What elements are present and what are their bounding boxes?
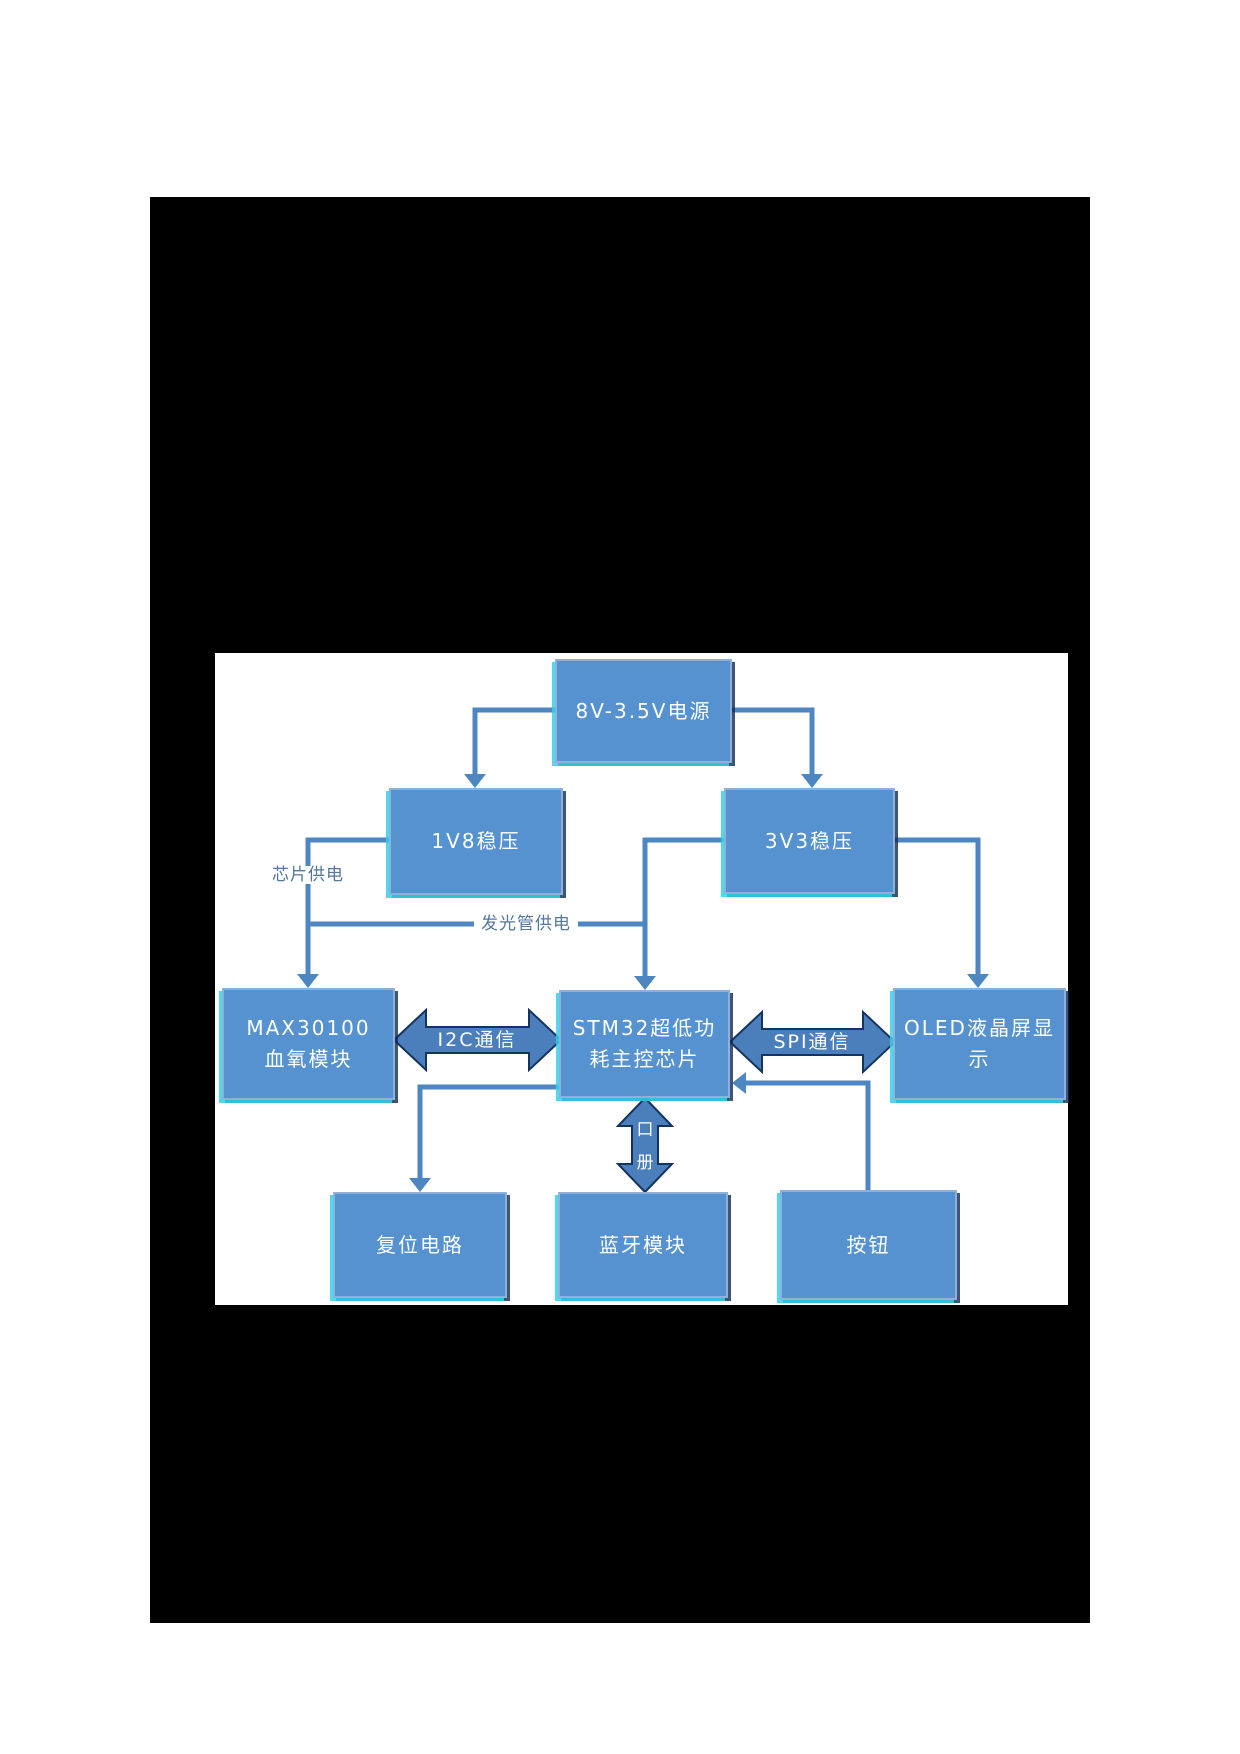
node-oled-label-line1: OLED液晶屏显 (904, 1016, 1055, 1040)
connector-power-to-3v3 (732, 707, 815, 775)
wire-label-chip-power: 芯片供电 (262, 866, 354, 884)
arrow-label-serial-char2: 册 (636, 1153, 654, 1173)
node-oled-label-line2: 示 (968, 1047, 991, 1071)
connector-stm32-to-reset (417, 1084, 559, 1179)
arrowhead-power-to-3v3 (801, 774, 823, 788)
arrow-label-serial: 口 册 (628, 1114, 662, 1180)
node-3v3-box: 3V3稳压 (724, 788, 895, 894)
wire-label-led-power: 发光管供电 (474, 915, 578, 933)
connector-layer (297, 707, 989, 1194)
connector-3v3-to-oled (895, 837, 981, 975)
figure-image: 8V-3.5V电源 1V8稳压 3V3稳压 MAX30100 血氧模块 STM3… (150, 197, 1090, 1623)
arrowhead-1v8-to-max30100 (297, 974, 319, 988)
node-reset-label: 复位电路 (376, 1232, 464, 1257)
arrow-label-i2c: I2C通信 (437, 1029, 517, 1051)
node-bluetooth-box: 蓝牙模块 (558, 1192, 728, 1298)
node-power-label: 8V-3.5V电源 (575, 698, 712, 723)
node-max30100-label-line1: MAX30100 (246, 1016, 371, 1040)
connector-1v8-to-max30100 (305, 837, 389, 975)
node-power-box: 8V-3.5V电源 (555, 659, 732, 763)
diagram-panel: 8V-3.5V电源 1V8稳压 3V3稳压 MAX30100 血氧模块 STM3… (215, 653, 1068, 1305)
arrowhead-power-to-1v8 (464, 774, 486, 788)
arrow-label-serial-char1: 口 (636, 1120, 654, 1140)
connector-3v3-to-stm32 (642, 837, 724, 977)
node-bluetooth-label: 蓝牙模块 (599, 1232, 687, 1257)
node-max30100-box: MAX30100 血氧模块 (222, 988, 395, 1100)
node-1v8-box: 1V8稳压 (389, 788, 563, 895)
arrowhead-button-to-stm32 (732, 1072, 746, 1094)
node-3v3-label: 3V3稳压 (764, 828, 855, 853)
node-stm32-box: STM32超低功 耗主控芯片 (559, 990, 730, 1098)
arrowhead-3v3-to-oled (967, 974, 989, 988)
node-button-label: 按钮 (846, 1232, 891, 1257)
node-1v8-label: 1V8稳压 (431, 829, 521, 853)
node-button-box: 按钮 (780, 1190, 957, 1300)
node-stm32-label-line2: 耗主控芯片 (589, 1047, 700, 1071)
arrowhead-3v3-to-stm32 (634, 976, 656, 990)
node-max30100-label-line2: 血氧模块 (264, 1047, 353, 1071)
node-oled-box: OLED液晶屏显 示 (893, 988, 1066, 1100)
node-reset-box: 复位电路 (333, 1192, 507, 1298)
node-stm32-label-line1: STM32超低功 (572, 1016, 717, 1040)
connector-power-to-1v8 (472, 707, 555, 775)
arrow-label-spi: SPI通信 (773, 1031, 851, 1053)
arrowhead-stm32-to-reset (409, 1178, 431, 1192)
connector-button-to-stm32 (745, 1080, 871, 1190)
